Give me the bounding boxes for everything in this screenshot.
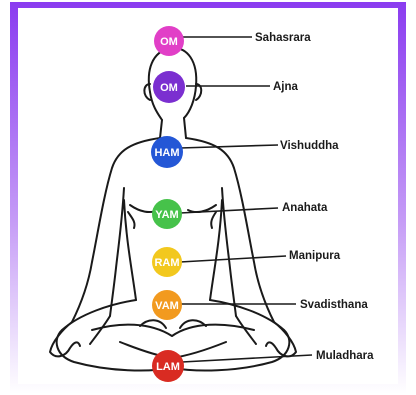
chakra-manipura: RAM [152, 247, 182, 277]
mantra-label-manipura: RAM [154, 257, 179, 269]
chakra-sahasrara: OM [154, 26, 184, 56]
chakra-name-ajna: Ajna [273, 81, 299, 93]
chakra-muladhara: LAM [152, 350, 184, 382]
chakra-name-manipura: Manipura [289, 250, 341, 262]
image-panel [18, 8, 398, 384]
mantra-label-vishuddha: HAM [154, 147, 179, 159]
mantra-label-muladhara: LAM [156, 361, 180, 373]
chakra-anahata: YAM [152, 199, 182, 229]
chakra-vishuddha: HAM [151, 136, 183, 168]
mantra-label-anahata: YAM [155, 209, 178, 221]
chakra-ajna: OM [153, 71, 185, 103]
mantra-label-ajna: OM [160, 82, 178, 94]
chakra-name-svadisthana: Svadisthana [300, 299, 368, 311]
chakra-name-vishuddha: Vishuddha [280, 140, 339, 152]
mantra-label-svadisthana: VAM [155, 300, 179, 312]
mantra-label-sahasrara: OM [160, 36, 178, 48]
chakra-name-sahasrara: Sahasrara [255, 32, 311, 44]
chakra-name-muladhara: Muladhara [316, 350, 374, 362]
chakra-svadisthana: VAM [152, 290, 182, 320]
chakra-name-anahata: Anahata [282, 202, 328, 214]
